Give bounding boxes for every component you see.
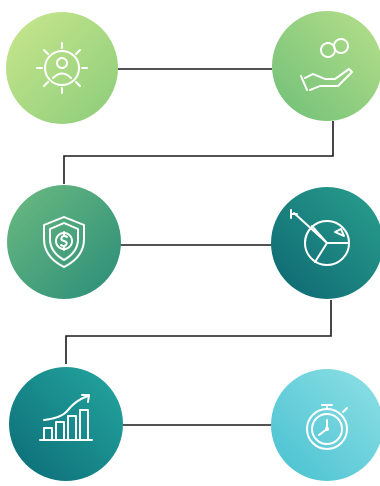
- node-shield-dollar: [7, 185, 121, 299]
- node-gear-person: [6, 12, 118, 124]
- gear-person-icon: [36, 42, 88, 94]
- radar-icon: [290, 209, 350, 266]
- node-radar: [271, 187, 380, 299]
- growth-chart-icon: [39, 394, 93, 441]
- drop1-link: [63, 121, 334, 184]
- shield-dollar-icon: [43, 216, 85, 268]
- stopwatch-icon: [306, 404, 348, 450]
- node-coins-hand: [272, 11, 380, 121]
- coins-hand-icon: [300, 38, 353, 91]
- node-stopwatch: [271, 369, 380, 481]
- drop2-link: [65, 300, 332, 364]
- node-growth-chart: [9, 367, 123, 481]
